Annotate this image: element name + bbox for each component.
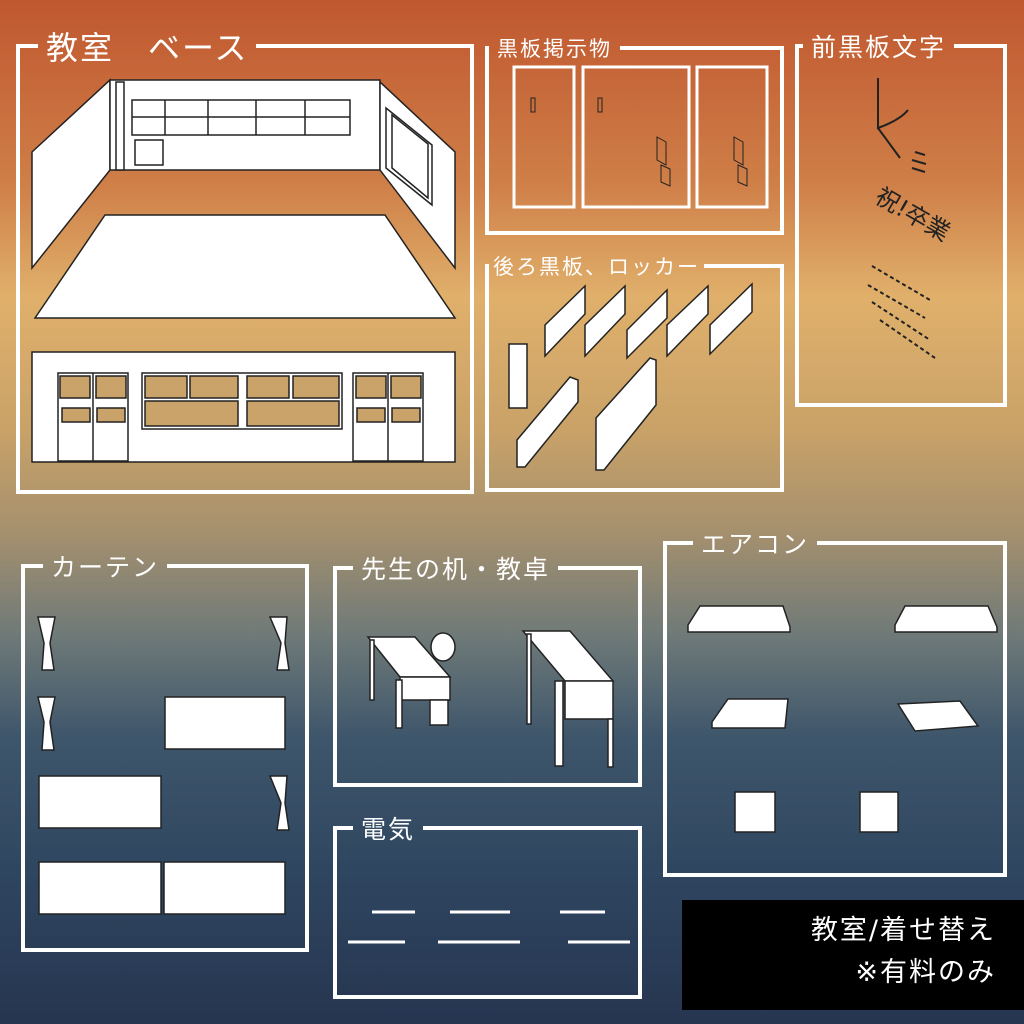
badge-line-2: ※有料のみ <box>855 957 996 988</box>
board-posting-frames <box>514 67 767 207</box>
panel-title: 前黒板文字 <box>811 33 947 62</box>
front-board-writing <box>878 78 926 172</box>
ceiling-lights <box>348 912 630 942</box>
classroom-walls <box>32 80 455 268</box>
air-conditioners <box>688 606 997 832</box>
panel-air-conditioner: エアコン <box>663 530 1007 877</box>
paid-only-badge: 教室/着せ替え ※有料のみ <box>682 900 1024 1010</box>
panel-back-board-lockers: 後ろ黒板、ロッカー <box>485 255 784 492</box>
panel-title: 教室 ベース <box>46 29 249 67</box>
badge-line-1: 教室/着せ替え <box>810 915 996 946</box>
board-posting-papers <box>531 98 747 186</box>
classroom-front-wall <box>32 352 455 462</box>
lockers <box>509 344 656 470</box>
teacher-desks <box>368 631 613 767</box>
panel-curtains: カーテン <box>21 553 309 952</box>
panel-classroom-base: 教室 ベース <box>16 29 474 494</box>
back-boards <box>545 284 752 358</box>
classroom-floor <box>35 215 455 318</box>
panel-title: 後ろ黒板、ロッカー <box>493 255 700 279</box>
panel-board-postings: 黒板掲示物 <box>485 37 784 235</box>
panel-title: エアコン <box>701 530 810 559</box>
panel-front-board-text: 前黒板文字 <box>795 33 1007 407</box>
panel-title: 黒板掲示物 <box>497 37 612 61</box>
panel-lights: 電気 <box>333 815 642 999</box>
panel-title: 電気 <box>361 815 416 844</box>
panel-title: カーテン <box>51 553 160 582</box>
panel-title: 先生の机・教卓 <box>361 555 551 584</box>
panel-teacher-desk: 先生の机・教卓 <box>333 555 642 787</box>
curtains <box>38 617 289 914</box>
